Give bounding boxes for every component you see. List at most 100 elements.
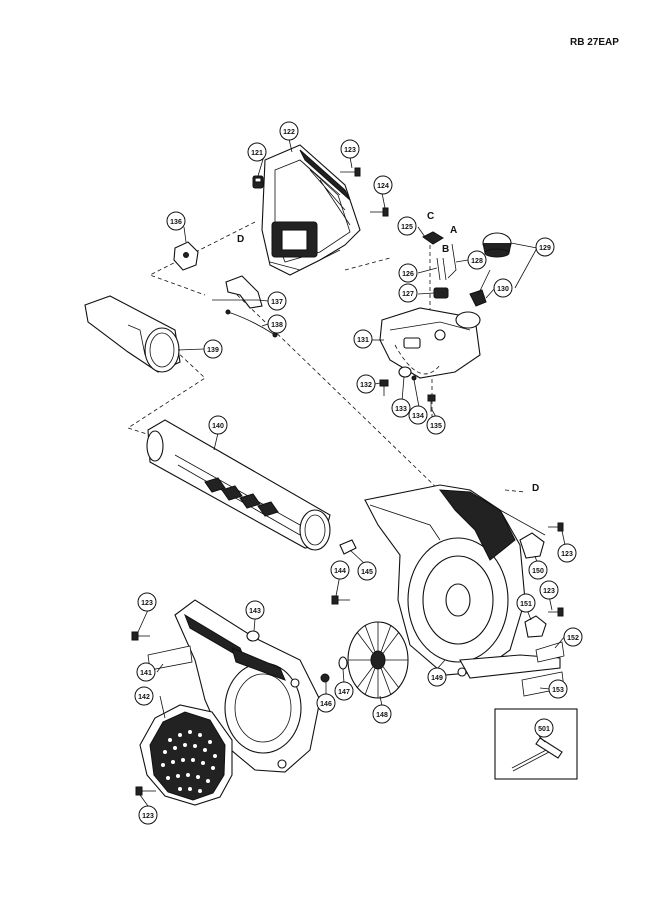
svg-text:136: 136 [170,219,182,226]
callout-123: 123 [557,543,577,563]
intake-grille-part [139,704,233,806]
svg-text:127: 127 [402,291,414,298]
leader-lines [137,138,566,807]
callout-142: 142 [134,686,154,706]
svg-text:146: 146 [320,701,332,708]
svg-text:501: 501 [538,726,550,733]
svg-text:123: 123 [543,588,555,595]
fuel-cap-part [482,232,512,258]
callout-146: 146 [316,693,336,713]
svg-text:145: 145 [361,569,373,576]
reference-letter-d-top: D [237,234,244,245]
callout-130: 130 [493,278,513,298]
svg-text:125: 125 [401,224,413,231]
cap-retainer-part [469,269,491,307]
callout-123: 123 [138,805,158,825]
return-line-part [447,243,457,279]
callout-501: 501 [534,718,554,738]
callout-125: 125 [397,216,417,236]
handle-housing-part [261,144,361,276]
svg-text:151: 151 [520,601,532,608]
callout-145: 145 [357,561,377,581]
svg-text:124: 124 [377,183,389,190]
fuel-line-part [436,257,447,281]
callout-123: 123 [340,139,360,159]
model-code: RB 27EAP [570,37,619,48]
svg-text:123: 123 [344,147,356,154]
svg-text:141: 141 [140,670,152,677]
callout-137: 137 [267,291,287,311]
svg-text:121: 121 [251,150,263,157]
pin-part [411,375,417,381]
svg-text:152: 152 [567,635,579,642]
callout-128: 128 [467,250,487,270]
svg-text:131: 131 [357,337,369,344]
svg-text:123: 123 [141,600,153,607]
callout-149: 149 [427,667,447,687]
svg-text:137: 137 [271,299,283,306]
screw-part [427,394,436,412]
svg-text:147: 147 [338,689,350,696]
nozzle-part [84,295,181,373]
callout-127: 127 [398,283,418,303]
callout-147: 147 [334,681,354,701]
svg-text:138: 138 [271,322,283,329]
callout-135: 135 [426,415,446,435]
svg-text:133: 133 [395,406,407,413]
callout-151: 151 [516,593,536,613]
fuel-filter-part [433,287,449,299]
callout-152: 152 [563,627,583,647]
grommet-part [246,630,260,642]
svg-text:132: 132 [360,382,372,389]
callout-141: 141 [136,662,156,682]
fan-housing-part [364,484,561,679]
reference-letter-d-right: D [532,483,539,494]
fuel-tank-part [379,307,481,379]
callout-123: 123 [137,592,157,612]
rubber-plug-part [524,615,547,638]
svg-text:122: 122 [283,129,295,136]
svg-text:123: 123 [561,551,573,558]
reference-letter-b: B [442,244,449,255]
svg-text:129: 129 [539,245,551,252]
callout-153: 153 [548,679,568,699]
svg-text:142: 142 [138,694,150,701]
callout-129: 129 [535,237,555,257]
fan-impeller-part [347,621,409,699]
callout-144: 144 [330,560,350,580]
throttle-cable-part [225,309,278,338]
callout-150: 150 [528,560,548,580]
fan-cover-part [147,599,321,773]
callout-123: 123 [539,580,559,600]
callout-139: 139 [203,339,223,359]
damper-part [173,241,199,271]
callout-138: 138 [267,314,287,334]
callout-143: 143 [245,600,265,620]
tool-box [494,708,578,780]
svg-text:153: 153 [552,687,564,694]
screw-part [379,379,389,396]
svg-text:130: 130 [497,286,509,293]
svg-text:150: 150 [532,568,544,575]
screw-part [131,631,150,641]
callout-121: 121 [247,142,267,162]
svg-text:128: 128 [471,258,483,265]
screw-part [370,207,389,217]
grommet-part [422,231,444,245]
svg-text:126: 126 [402,271,414,278]
callout-131: 131 [353,329,373,349]
callout-126: 126 [398,263,418,283]
rubber-plug-part [519,532,545,559]
blower-pipe-part [146,419,331,551]
svg-text:144: 144 [334,568,346,575]
screw-part [548,607,564,617]
svg-text:140: 140 [212,423,224,430]
washer-part [338,656,348,670]
switch-part [252,175,264,189]
callout-136: 136 [166,211,186,231]
callout-132: 132 [356,374,376,394]
clip-part [339,539,357,555]
svg-text:139: 139 [207,347,219,354]
callout-148: 148 [372,704,392,724]
